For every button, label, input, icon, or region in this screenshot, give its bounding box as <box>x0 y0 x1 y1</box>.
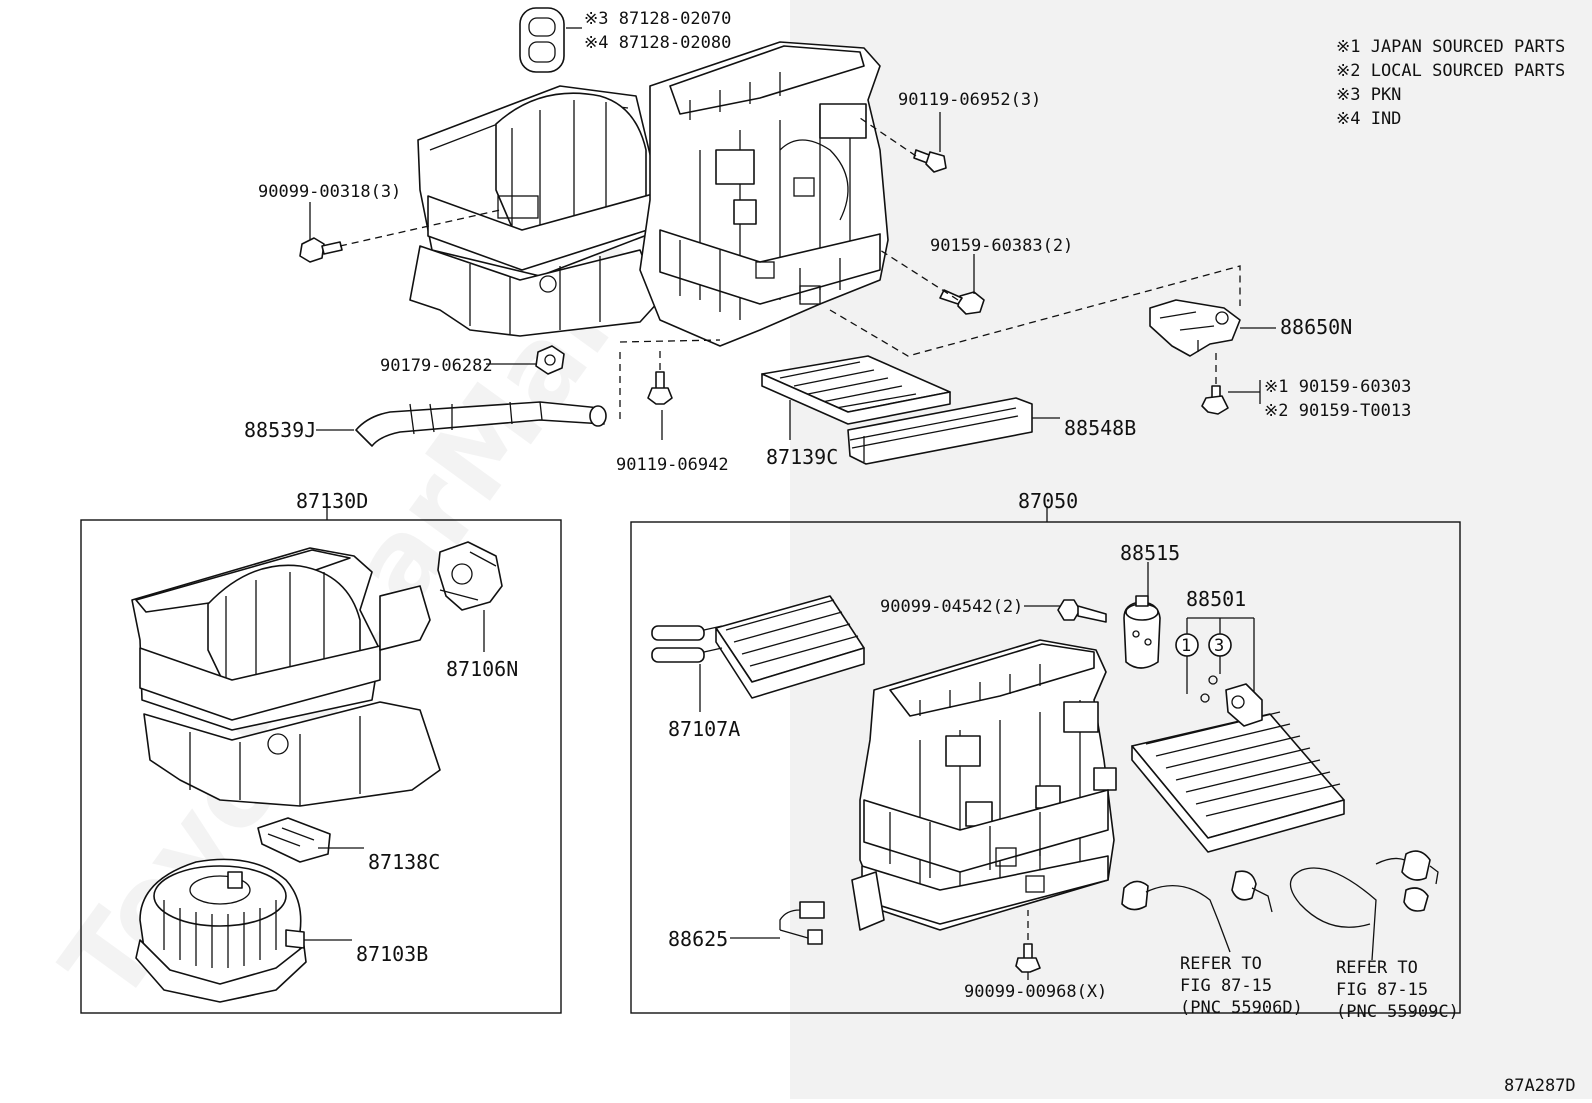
grommet-part <box>519 7 565 73</box>
screw-90099-00318 <box>299 237 343 263</box>
callout-circle-3-label: 3 <box>1214 636 1224 656</box>
evaporator-88501 <box>1131 683 1345 853</box>
refer-b-line-3: (PNC 55909C) <box>1336 1002 1459 1022</box>
label-87138c: 87138C <box>368 850 440 874</box>
heater-core-87107a <box>651 595 865 699</box>
label-90099-00318: 90099-00318(3) <box>258 182 401 202</box>
refer-b-line-1: REFER TO <box>1336 958 1418 978</box>
thermistor-a <box>1121 870 1273 953</box>
bolt-90099-04542 <box>1057 599 1107 623</box>
refer-b-line-2: FIG 87-15 <box>1336 980 1428 1000</box>
label-88625: 88625 <box>668 927 728 951</box>
blower-assembly-frame <box>80 519 562 1014</box>
screw-90099-00968 <box>1015 943 1041 973</box>
refer-a-line-1: REFER TO <box>1180 954 1262 974</box>
resistor-87138c <box>257 817 331 863</box>
label-88501: 88501 <box>1186 587 1246 611</box>
note-4: ※4 IND <box>1336 109 1401 129</box>
label-90159-60303: ※1 90159-60303 <box>1264 377 1411 397</box>
blower-housing-part <box>409 85 661 337</box>
filter-cover-88548b <box>847 397 1033 465</box>
label-88515: 88515 <box>1120 541 1180 565</box>
callout-circle-1-label: 1 <box>1181 636 1191 656</box>
label-87103b: 87103B <box>356 942 428 966</box>
label-88650n: 88650N <box>1280 315 1352 339</box>
label-90119-06952: 90119-06952(3) <box>898 90 1041 110</box>
screw-90119-06942 <box>647 371 673 405</box>
label-90179-06282: 90179-06282 <box>380 356 493 376</box>
note-2: ※2 LOCAL SOURCED PARTS <box>1336 61 1565 81</box>
thermistor-b <box>1289 850 1439 961</box>
label-87128-02080: ※4 87128-02080 <box>584 33 731 53</box>
label-90099-00968: 90099-00968(X) <box>964 982 1107 1002</box>
wire-88625 <box>779 901 825 945</box>
label-90159-60383: 90159-60383(2) <box>930 236 1073 256</box>
screw-90159-60383 <box>939 289 985 315</box>
heater-assembly-frame <box>630 521 1461 1014</box>
label-87130d: 87130D <box>296 489 368 513</box>
refer-a-line-3: (PNC 55906D) <box>1180 998 1303 1018</box>
refer-a-line-2: FIG 87-15 <box>1180 976 1272 996</box>
label-90099-04542: 90099-04542(2) <box>880 597 1023 617</box>
figure-code: 87A287D <box>1504 1076 1576 1096</box>
note-3: ※3 PKN <box>1336 85 1401 105</box>
nut-90179-06282 <box>535 345 565 375</box>
label-90119-06942: 90119-06942 <box>616 455 729 475</box>
label-88539j: 88539J <box>244 418 316 442</box>
blower-motor-87103b <box>135 858 307 1003</box>
screw-90159-60303 <box>1201 385 1229 415</box>
filter-87139c <box>761 355 951 425</box>
bracket-88650n <box>1149 299 1241 357</box>
expansion-valve-88515 <box>1123 595 1161 669</box>
label-88548b: 88548B <box>1064 416 1136 440</box>
label-87139c: 87139C <box>766 445 838 469</box>
drain-hose-part <box>355 401 607 447</box>
screw-90119-06952 <box>913 149 947 173</box>
label-87050: 87050 <box>1018 489 1078 513</box>
heater-unit-part <box>639 41 889 347</box>
label-90159-t0013: ※2 90159-T0013 <box>1264 401 1411 421</box>
shaded-backdrop <box>790 0 1592 1099</box>
heater-housing-part <box>851 639 1117 931</box>
servo-motor-87106n <box>437 541 503 611</box>
note-1: ※1 JAPAN SOURCED PARTS <box>1336 37 1565 57</box>
label-87106n: 87106N <box>446 657 518 681</box>
label-87128-02070: ※3 87128-02070 <box>584 9 731 29</box>
label-87107a: 87107A <box>668 717 740 741</box>
blower-case-part <box>131 547 441 807</box>
